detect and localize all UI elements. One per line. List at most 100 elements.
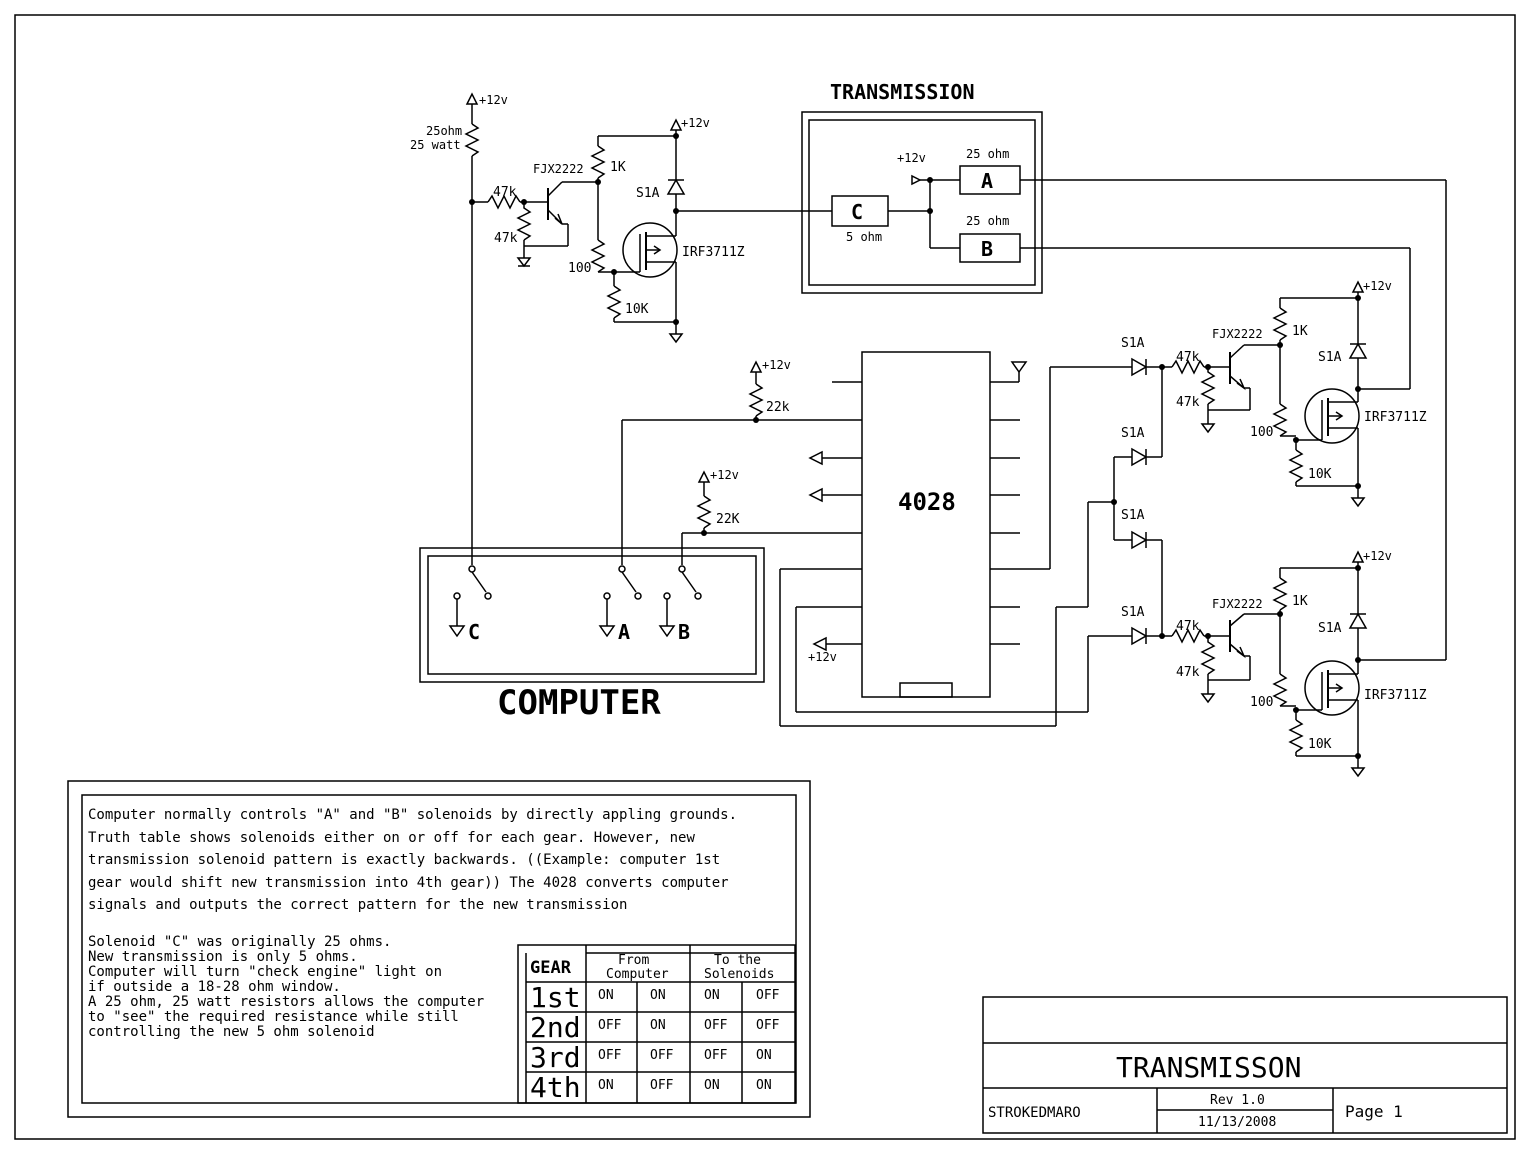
note-line-12: controlling the new 5 ohm solenoid [88,1024,375,1040]
comp-c-label: C [468,620,480,644]
computer-block: COMPUTER C A B [419,547,765,723]
tt-cell: ON [650,988,666,1003]
tt-gear-header: GEAR [530,958,572,978]
resistor-47k-b [516,202,532,241]
s1a-d3: S1A [1121,508,1145,523]
sheet-author: STROKEDMARO [988,1105,1081,1121]
s1a-d1: S1A [1121,336,1145,351]
notes-panel: Computer normally controls "A" and "B" s… [67,780,811,1118]
tt-cell: OFF [650,1078,674,1093]
steering-diodes: S1A S1A S1A S1A [1111,336,1172,646]
r25-label: 25ohm [426,124,462,138]
tt-gear-4: 4th [530,1071,581,1104]
sheet-rev: Rev 1.0 [1210,1093,1265,1108]
note-line-6: Solenoid "C" was originally 25 ohms. [88,934,391,950]
s1a-d2: S1A [1121,426,1145,441]
note-line-4: gear would shift new transmission into 4… [88,875,729,891]
driver-b-circuit: 47k 47k FJX2222 1K 100 10K [1171,549,1446,778]
note-line-3: transmission solenoid pattern is exactly… [88,852,720,868]
sheet-title: TRANSMISSON [1116,1051,1301,1084]
ic-label: 4028 [898,488,956,516]
k1-ra: 1K [1292,324,1308,339]
p12-ic: +12v [808,650,837,664]
k47-ra2: 47k [1176,395,1200,410]
tt-to-1: To the [714,953,761,968]
resistor-1k [590,145,606,179]
fjx-ra: FJX2222 [1212,327,1263,341]
transmission-block: TRANSMISSION C 5 ohm +12v A 25 ohm B 25 … [801,80,1447,660]
note-line-11: to "see" the required resistance while s… [88,1009,459,1025]
tt-cell: OFF [756,1018,780,1033]
resistor-10k [606,285,622,319]
ohm25-a: 25 ohm [966,147,1009,161]
fjx-label: FJX2222 [533,162,584,176]
k1-label: 1K [610,160,626,175]
k47-label: 47k [493,185,517,200]
tt-cell: ON [756,1048,772,1063]
note-line-2: Truth table shows solenoids either on or… [88,830,695,846]
tt-cell: OFF [598,1018,622,1033]
s1a-d4: S1A [1121,605,1145,620]
tt-cell: ON [756,1078,772,1093]
note-line-8: Computer will turn "check engine" light … [88,964,442,980]
s1a-ra: S1A [1318,350,1342,365]
k10-ra: 10K [1308,467,1332,482]
tt-cell: OFF [598,1048,622,1063]
tt-cell: ON [598,988,614,1003]
mosfet-irf [622,222,678,278]
irf-rb: IRF3711Z [1364,688,1427,703]
k22b-label: 22K [716,512,740,527]
tt-cell: ON [650,1018,666,1033]
comp-b-label: B [678,620,690,644]
p12-trans: +12v [897,151,926,165]
driver-a-circuit: 47k 47k FJX2222 1K 100 10K [1171,279,1427,508]
p12-ra: +12v [1363,279,1392,293]
k10-label: 10K [625,302,649,317]
tt-gear-2: 2nd [530,1011,581,1044]
diode-s1a [666,178,686,195]
k22a-label: 22k [766,400,790,415]
pullups: +12v 22k +12v 22K [621,358,791,565]
tt-gear-1: 1st [530,981,581,1014]
tt-cell: ON [598,1078,614,1093]
tt-to-2: Solenoids [704,967,774,982]
k47-rb2: 47k [1176,665,1200,680]
r25w-label: 25 watt [410,138,461,152]
p12-pu1: +12v [762,358,791,372]
transmission-title: TRANSMISSION [830,80,975,104]
ohm25-b: 25 ohm [966,214,1009,228]
resistor-22k-b [696,495,712,529]
s1a-rb: S1A [1318,621,1342,636]
k10-rb: 10K [1308,737,1332,752]
truth-table: GEAR From Computer To the Solenoids 1st … [517,944,796,1104]
r100-rb: 100 [1250,695,1273,710]
note-line-9: if outside a 18-28 ohm window. [88,979,341,995]
ohm5-label: 5 ohm [846,230,882,244]
r100-ra: 100 [1250,425,1273,440]
k47-label-2: 47k [494,231,518,246]
ic-4028: 4028 +12v [704,351,1132,727]
p12-label: +12v [479,93,508,107]
k1-rb: 1K [1292,594,1308,609]
tt-cell: ON [704,1078,720,1093]
note-line-1: Computer normally controls "A" and "B" s… [88,807,737,823]
driver-c-circuit: +12v 25ohm 25 watt 47k 47k FJX2222 1K [410,92,832,565]
r100-label: 100 [568,261,591,276]
k47-ra1: 47k [1176,350,1200,365]
comp-a-label: A [618,620,630,644]
resistor-47k-a [487,194,521,210]
note-line-5: signals and outputs the correct pattern … [88,897,627,913]
sol-c-label: C [851,200,863,224]
computer-title: COMPUTER [497,683,661,723]
resistor-22k-a [748,383,764,417]
note-line-10: A 25 ohm, 25 watt resistors allows the c… [88,994,484,1010]
irf-ra: IRF3711Z [1364,410,1427,425]
tt-from-2: Computer [606,967,669,982]
resistor-100 [590,239,606,273]
tt-cell: OFF [756,988,780,1003]
tt-from-1: From [618,953,649,968]
p12-label-2: +12v [681,116,710,130]
p12-pu2: +12v [710,468,739,482]
note-line-7: New transmission is only 5 ohms. [88,949,358,965]
